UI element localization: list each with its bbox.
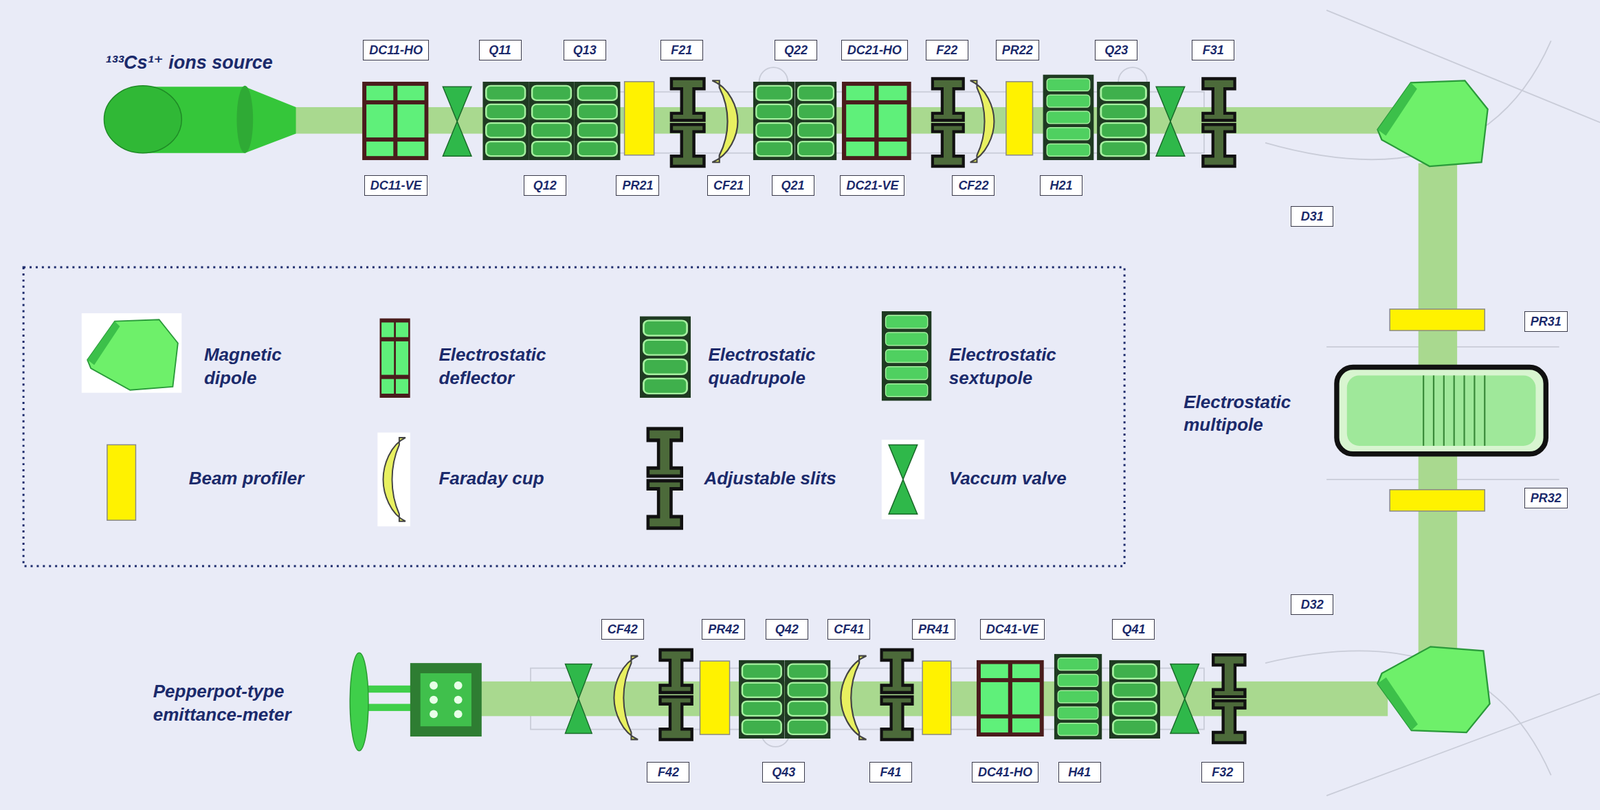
tag-text: D31 (1296, 208, 1328, 225)
component-tag: DC41-VE (980, 619, 1045, 640)
tag-text: DC21-VE (846, 178, 899, 194)
tag-text: F41 (875, 764, 906, 781)
tag-text: CF42 (607, 621, 638, 638)
tag-text: H21 (1046, 178, 1077, 194)
tag-text: F21 (666, 42, 697, 58)
legend-text: Beam profiler (189, 467, 305, 491)
component-tag: PR41 (912, 619, 956, 640)
component-tag: CF41 (827, 619, 871, 640)
legend-text: Electrostatic quadrupole (707, 343, 846, 391)
legend-text: Vaccum valve (949, 467, 1067, 491)
component-tag: PR31 (1524, 311, 1568, 332)
tag-text: DC11-VE (370, 178, 422, 194)
component-tag: F41 (869, 762, 913, 783)
component-tag: F42 (646, 762, 690, 783)
component-tag: DC21-VE (839, 175, 905, 196)
component-tag: CF42 (601, 619, 644, 640)
tag-text: F31 (1197, 42, 1229, 58)
tag-text: DC41-HO (978, 764, 1033, 781)
tag-text: CF41 (833, 621, 864, 638)
tag-text: Q12 (529, 178, 561, 194)
component-tag: D32 (1290, 594, 1334, 616)
tag-text: Q11 (485, 42, 516, 58)
legend-text: Faraday cup (438, 467, 544, 491)
tag-text: PR42 (707, 621, 739, 638)
tag-text: Q21 (778, 178, 809, 194)
tag-text: CF21 (713, 178, 744, 194)
component-tag: H41 (1058, 762, 1102, 783)
component-tag: Q12 (523, 175, 567, 196)
legend-text: Adjustable slits (703, 467, 836, 491)
annotation-label: ¹³³Cs¹⁺ ions source (105, 50, 273, 75)
component-tag: PR42 (701, 619, 746, 640)
tag-text: PR21 (621, 178, 653, 194)
tag-text: Q41 (1118, 621, 1149, 638)
component-tag: CF21 (707, 175, 750, 196)
tag-text: PR32 (1530, 490, 1562, 506)
tag-text: H41 (1064, 764, 1095, 781)
component-tag: Q41 (1112, 619, 1155, 640)
component-tag: Q11 (479, 39, 522, 61)
tag-text: D32 (1296, 597, 1328, 613)
tag-text: F32 (1207, 764, 1238, 781)
component-tag: CF22 (951, 175, 995, 196)
component-tag: F22 (925, 39, 969, 61)
component-tag: PR32 (1524, 487, 1568, 509)
tag-text: DC21-HO (847, 42, 902, 58)
component-tag: F31 (1191, 39, 1235, 61)
component-tag: Q23 (1094, 39, 1138, 61)
component-tag: DC11-HO (362, 39, 429, 61)
tag-text: PR41 (918, 621, 950, 638)
component-tag: F21 (660, 39, 704, 61)
tag-text: PR31 (1530, 314, 1562, 330)
legend-text: Electrostatic deflector (438, 343, 572, 391)
tag-text: Q13 (569, 42, 600, 58)
annotation-label: Electrostatic multipole (1183, 391, 1312, 438)
component-tag: H21 (1039, 175, 1083, 196)
component-tag: Q43 (762, 762, 805, 783)
tag-text: CF22 (958, 178, 989, 194)
tag-text: F42 (652, 764, 684, 781)
legend-text: Electrostatic sextupole (949, 343, 1087, 391)
component-tag: Q22 (774, 39, 818, 61)
tag-text: PR22 (1002, 42, 1033, 58)
component-tag: Q21 (771, 175, 815, 196)
component-tag: PR22 (995, 39, 1040, 61)
component-tag: PR21 (615, 175, 660, 196)
component-tag: F32 (1201, 762, 1244, 783)
tag-text: Q22 (780, 42, 811, 58)
tag-text: Q42 (771, 621, 803, 638)
tag-text: Q23 (1101, 42, 1132, 58)
tag-text: DC11-HO (369, 42, 423, 58)
tag-text: Q43 (768, 764, 799, 781)
component-tag: DC11-VE (364, 175, 429, 196)
legend-text: Magnetic dipole (204, 343, 317, 391)
component-tag: D31 (1290, 206, 1334, 227)
component-tag: DC41-HO (971, 762, 1039, 783)
tag-text: DC41-VE (986, 621, 1039, 638)
annotation-label: Pepperpot-type emittance-meter (153, 680, 332, 728)
component-tag: DC21-HO (841, 39, 908, 61)
tag-text: F22 (931, 42, 963, 58)
component-tag: Q42 (765, 619, 809, 640)
component-tag: Q13 (563, 39, 607, 61)
